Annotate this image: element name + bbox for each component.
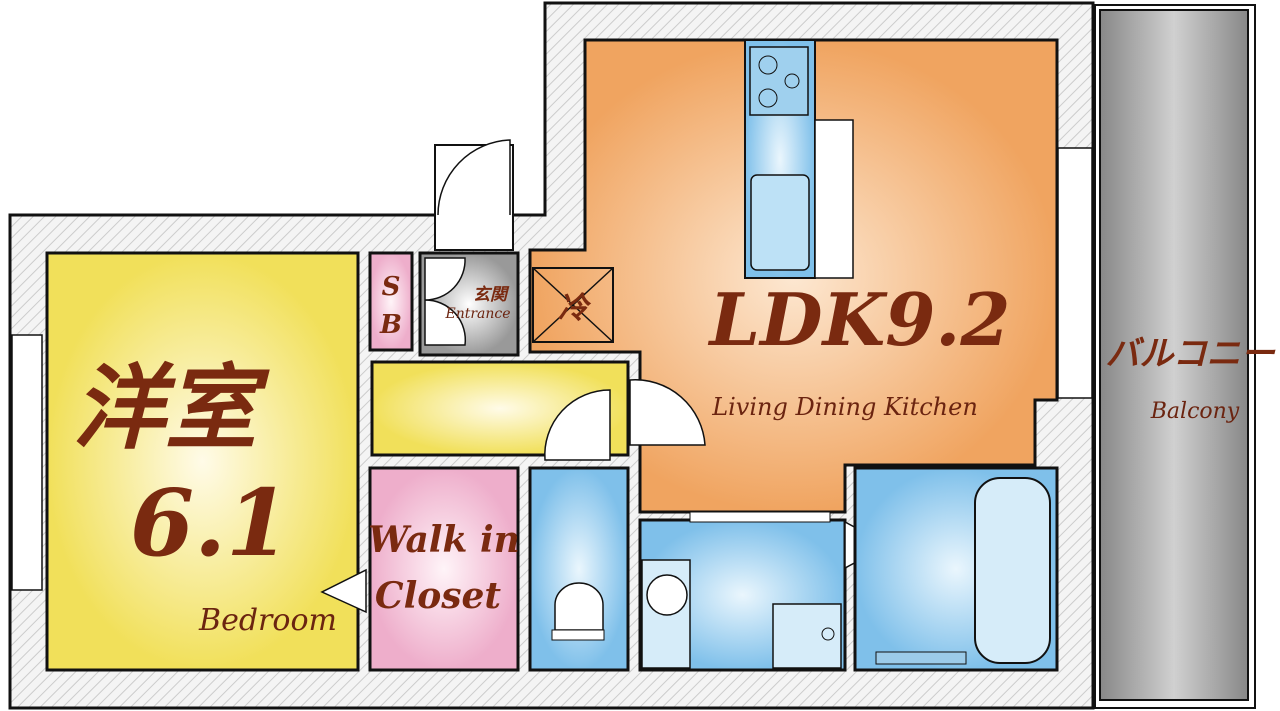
bedroom: 洋室 6.1 Bedroom — [11, 251, 360, 672]
closet-label-1: Walk in — [368, 519, 520, 561]
entrance-label-en: Entrance — [444, 306, 510, 322]
fridge-label: 冷 — [558, 291, 592, 326]
sink-icon — [750, 174, 810, 271]
washer-pan-icon — [772, 603, 842, 669]
entrance: 玄関 Entrance — [418, 139, 520, 357]
bathtub-icon — [974, 477, 1051, 664]
stove-icon — [749, 46, 809, 116]
bathroom — [853, 466, 1059, 672]
balcony-label-jp: バルコニー — [1105, 334, 1275, 374]
bedroom-window — [11, 334, 43, 591]
hallway — [370, 360, 706, 461]
ldk-label-en: Living Dining Kitchen — [711, 393, 978, 421]
storage-sb: S B — [368, 251, 414, 352]
bedroom-label-jp: 洋室 — [73, 354, 270, 462]
balcony: バルコニー Balcony — [1094, 4, 1276, 709]
ldk-door[interactable] — [629, 379, 706, 446]
ldk-window — [1057, 147, 1093, 399]
entrance-label-jp: 玄関 — [473, 285, 510, 305]
washroom — [638, 511, 890, 672]
closet-door[interactable] — [320, 568, 367, 614]
toilet-icon — [554, 582, 604, 631]
ldk-title: LDK9.2 — [708, 277, 1011, 362]
bedroom-size: 6.1 — [130, 469, 290, 577]
bedroom-label-en: Bedroom — [198, 603, 337, 638]
storage-label-s: S — [382, 272, 401, 302]
kitchen-counter — [744, 39, 854, 279]
storage-label-b: B — [379, 310, 402, 340]
closet-label-2: Closet — [375, 575, 502, 617]
balcony-label-en: Balcony — [1150, 399, 1240, 424]
fridge-space: 冷 — [532, 267, 614, 343]
toilet-door[interactable] — [544, 389, 611, 461]
toilet-room — [528, 466, 630, 672]
walk-in-closet: Walk in Closet — [320, 466, 520, 672]
